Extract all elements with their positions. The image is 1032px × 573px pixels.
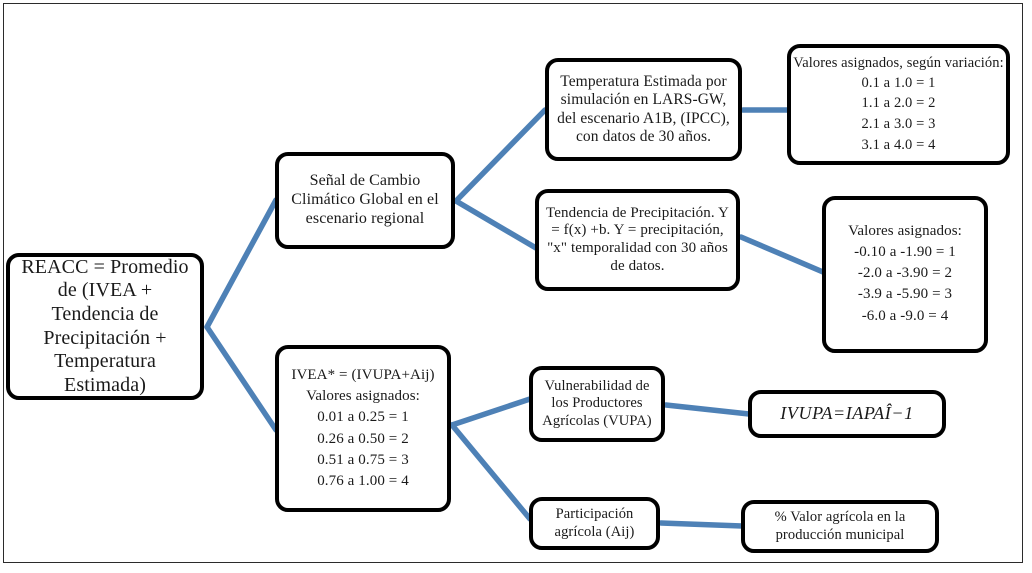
participacion-line-1: Participación	[555, 506, 634, 523]
node-climate-signal[interactable]: Señal de Cambio Climático Global en el e…	[275, 152, 455, 249]
vupa-line-1: Vulnerabilidad de	[544, 378, 650, 395]
edge-precipitacion-to-values	[738, 234, 826, 275]
precipitation-value-4: -6.0 a -9.0 = 4	[861, 307, 949, 324]
temperature-value-1: 0.1 a 1.0 = 1	[861, 74, 936, 91]
reacc-line-1: REACC = Promedio	[21, 255, 189, 278]
node-precipitation-trend[interactable]: Tendencia de Precipitación. Y = f(x) +b.…	[535, 189, 740, 291]
reacc-line-2: de (IVEA +	[57, 279, 153, 302]
edge-vupa-to-formula	[663, 402, 752, 417]
reacc-line-3: Tendencia de	[51, 302, 159, 325]
precipitation-value-3: -3.9 a -5.90 = 3	[857, 286, 953, 303]
edge-reacc-to-ivea	[204, 324, 279, 433]
ivea-value-3: 0.51 a 0.75 = 3	[317, 451, 409, 468]
valor-line-1: % Valor agrícola en la	[774, 509, 906, 526]
edge-participacion-to-valor	[658, 520, 745, 529]
precipitacion-line-2: = f(x) +b. Y = precipitación,	[551, 222, 724, 239]
reacc-line-4: Precipitación +	[43, 326, 167, 349]
valor-line-2: producción municipal	[775, 526, 905, 543]
ivea-value-2: 0.26 a 0.50 = 2	[317, 430, 409, 447]
node-ivea-index[interactable]: IVEA* = (IVUPA+Aij) Valores asignados: 0…	[275, 345, 451, 512]
node-agricultural-participation[interactable]: Participación agrícola (Aij)	[529, 497, 660, 550]
precipitacion-line-3: "x" temporalidad con 30 años	[547, 240, 728, 256]
ivea-values-header: Valores asignados:	[306, 387, 420, 404]
node-agricultural-value-share[interactable]: % Valor agrícola en la producción munici…	[741, 500, 939, 553]
reacc-line-6: Estimada)	[64, 373, 146, 396]
node-reacc-root[interactable]: REACC = Promedio de (IVEA + Tendencia de…	[6, 253, 204, 400]
ivea-value-1: 0.01 a 0.25 = 1	[317, 409, 409, 426]
temperature-value-4: 3.1 a 4.0 = 4	[861, 136, 936, 153]
node-precipitation-assigned-values[interactable]: Valores asignados: -0.10 a -1.90 = 1 -2.…	[822, 196, 988, 353]
ivea-formula: IVEA* = (IVUPA+Aij)	[291, 366, 435, 383]
edge-reacc-to-senal	[204, 197, 279, 330]
senal-line-3: escenario regional	[305, 209, 425, 227]
node-ivupa-formula[interactable]: IVUPA=IAPAÎ−1	[748, 390, 946, 438]
edge-senal-to-precipitacion	[453, 198, 539, 251]
precipitacion-line-4: de datos.	[610, 257, 665, 274]
vupa-line-2: los Productores	[551, 395, 643, 412]
edge-ivea-to-participacion	[449, 422, 533, 522]
reacc-line-5: Temperatura	[54, 350, 156, 373]
temperature-value-3: 2.1 a 3.0 = 3	[861, 115, 936, 132]
senal-line-2: Climático Global en el	[291, 191, 439, 209]
temperature-values-header: Valores asignados, según variación:	[793, 54, 1004, 71]
node-estimated-temperature[interactable]: Temperatura Estimada por simulación en L…	[545, 58, 742, 161]
node-producer-vulnerability[interactable]: Vulnerabilidad de los Productores Agríco…	[529, 366, 665, 442]
edge-ivea-to-vupa	[449, 396, 533, 428]
ivupa-formula-text: IVUPA=IAPAÎ−1	[780, 403, 914, 424]
edge-senal-to-temperatura	[453, 107, 548, 204]
precipitation-value-1: -0.10 a -1.90 = 1	[854, 243, 956, 260]
precipitation-value-2: -2.0 a -3.90 = 2	[857, 264, 953, 281]
temperature-value-2: 1.1 a 2.0 = 2	[861, 95, 936, 112]
temperatura-line-2: simulación en LARS-GW,	[560, 91, 727, 109]
ivea-value-4: 0.76 a 1.00 = 4	[317, 473, 409, 490]
participacion-line-2: agrícola (Aij)	[554, 523, 635, 540]
temperatura-line-1: Temperatura Estimada por	[560, 72, 727, 90]
vupa-line-3: Agrícolas (VUPA)	[542, 412, 652, 429]
temperatura-line-4: con datos de 30 años.	[575, 127, 712, 145]
precipitation-values-header: Valores asignados:	[848, 223, 962, 240]
precipitacion-line-1: Tendencia de Precipitación. Y	[546, 204, 729, 221]
node-temperature-assigned-values[interactable]: Valores asignados, según variación: 0.1 …	[787, 44, 1010, 165]
temperatura-line-3: del escenario A1B, (IPCC),	[557, 109, 730, 127]
senal-line-1: Señal de Cambio	[309, 172, 421, 190]
